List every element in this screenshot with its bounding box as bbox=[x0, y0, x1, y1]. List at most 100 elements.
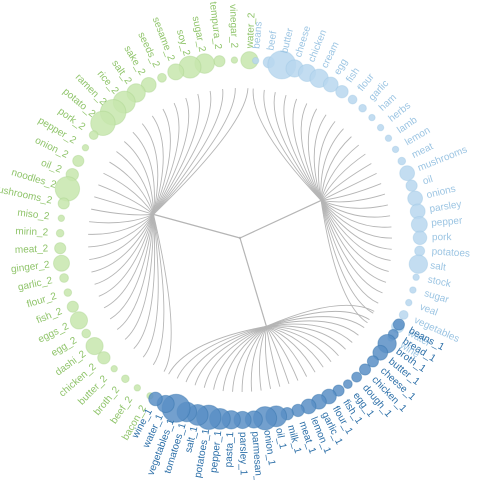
leaf-node-lemon[interactable] bbox=[391, 145, 400, 154]
branch-link-chicken-1 bbox=[266, 325, 346, 350]
leaf-label-miso-2: miso_2 bbox=[17, 208, 51, 223]
branch-link-beef-2 bbox=[152, 214, 165, 366]
leaf-node-vinegar-2[interactable] bbox=[230, 56, 239, 64]
leaf-node-lamb[interactable] bbox=[384, 134, 393, 142]
leaf-label-meat-2: meat_2 bbox=[15, 243, 49, 256]
branch-link-fish bbox=[313, 114, 327, 201]
leaf-node-veal[interactable] bbox=[405, 298, 413, 307]
leaf-node-onion-2[interactable] bbox=[72, 154, 85, 168]
branch-link-sugar bbox=[320, 200, 387, 283]
branch-link-flour-2 bbox=[94, 214, 154, 285]
leaf-node-butter-2[interactable] bbox=[110, 365, 118, 373]
leaf-node-sugar[interactable] bbox=[409, 286, 417, 294]
leaf-node-wine-1[interactable] bbox=[148, 391, 163, 407]
leaf-node-egg[interactable] bbox=[322, 76, 339, 93]
branch-link-meat-2 bbox=[88, 214, 154, 248]
branch-link-onion-2 bbox=[103, 172, 154, 215]
leaf-node-potatoes[interactable] bbox=[414, 245, 426, 257]
branch-link-garlic-2 bbox=[91, 214, 154, 273]
branch-link-water-2 bbox=[153, 88, 249, 215]
branch-link-pepper-2 bbox=[109, 161, 154, 215]
leaf-label-mirin-2: mirin_2 bbox=[15, 226, 49, 238]
branch-link-parsley bbox=[320, 200, 391, 218]
leaf-node-pork[interactable] bbox=[412, 230, 428, 246]
leaf-node-stock[interactable] bbox=[412, 273, 420, 281]
leaf-node-butter-1[interactable] bbox=[372, 344, 389, 361]
branch-link-beans bbox=[252, 88, 322, 201]
dendrogram-links bbox=[88, 88, 392, 392]
trunk-link-g0 bbox=[239, 199, 322, 239]
branch-link-broth-1 bbox=[266, 316, 365, 328]
leaf-node-oil[interactable] bbox=[405, 179, 418, 192]
branch-link-potatoes bbox=[320, 200, 392, 250]
leaf-node-eggs-2[interactable] bbox=[69, 311, 89, 330]
branch-link-mirin-2 bbox=[88, 214, 154, 235]
leaf-node-mushrooms-2[interactable] bbox=[57, 197, 70, 210]
leaf-node-garlic[interactable] bbox=[358, 103, 367, 113]
branch-link-bacon-2 bbox=[153, 214, 172, 372]
branch-link-dough-1 bbox=[266, 325, 339, 357]
leaf-node-noodles-2[interactable] bbox=[54, 176, 81, 202]
leaf-label-onions: onions bbox=[426, 184, 457, 202]
leaf-label-beef: beef bbox=[265, 30, 279, 51]
leaf-label-oil: oil bbox=[421, 174, 434, 188]
branch-link-garlic-1 bbox=[266, 325, 308, 377]
branch-link-vinegar-2 bbox=[153, 88, 236, 215]
leaf-node-potato-2[interactable] bbox=[90, 110, 116, 137]
leaf-node-meat-2[interactable] bbox=[54, 242, 67, 255]
branch-link-salt bbox=[320, 200, 391, 261]
leaf-node-onions[interactable] bbox=[407, 190, 424, 207]
leaf-node-fish-2[interactable] bbox=[66, 300, 79, 313]
leaf-node-broth-2[interactable] bbox=[121, 374, 130, 384]
branch-link-oil bbox=[321, 193, 386, 203]
branch-link-sugar-2 bbox=[153, 90, 212, 215]
leaf-node-miso-2[interactable] bbox=[57, 214, 66, 222]
leaf-node-sesame-2[interactable] bbox=[167, 63, 185, 81]
branch-link-egg-1 bbox=[266, 325, 332, 362]
leaf-node-ham[interactable] bbox=[368, 113, 376, 122]
leaf-node-tempura-2[interactable] bbox=[213, 55, 226, 68]
leaf-node-vegetables[interactable] bbox=[398, 309, 409, 320]
root-node bbox=[238, 236, 242, 240]
leaf-node-egg-2[interactable] bbox=[81, 328, 92, 339]
leaf-node-meat[interactable] bbox=[397, 156, 407, 166]
leaf-node-pork-2[interactable] bbox=[88, 130, 99, 141]
leaf-node-beans-1[interactable] bbox=[392, 318, 406, 331]
leaf-node-mushrooms[interactable] bbox=[399, 165, 416, 182]
leaf-label-stock: stock bbox=[427, 274, 453, 290]
branch-link-milk-1 bbox=[265, 326, 281, 387]
trunk-link-g1 bbox=[239, 237, 267, 327]
branch-link-butter-1 bbox=[266, 320, 359, 336]
leaf-node-flour-2[interactable] bbox=[63, 288, 73, 297]
leaf-node-flour[interactable] bbox=[347, 94, 358, 105]
leaf-node-dashi-2[interactable] bbox=[85, 336, 104, 356]
leaf-node-pepper[interactable] bbox=[410, 216, 428, 234]
leaf-node-pepper-2[interactable] bbox=[81, 144, 90, 152]
leaf-node-dough-1[interactable] bbox=[351, 371, 363, 383]
leaf-node-salt[interactable] bbox=[408, 254, 429, 274]
branch-link-wine bbox=[320, 200, 368, 324]
leaf-node-fish[interactable] bbox=[335, 84, 349, 99]
branch-link-potatoes-1 bbox=[213, 325, 267, 390]
leaf-node-mirin-2[interactable] bbox=[55, 228, 65, 238]
leaf-node-beans[interactable] bbox=[251, 56, 260, 65]
branch-link-wine-1 bbox=[168, 325, 267, 375]
branch-link-meat bbox=[320, 172, 377, 201]
leaf-node-egg-1[interactable] bbox=[342, 379, 353, 390]
leaf-label-potatoes: potatoes bbox=[431, 246, 470, 259]
branch-link-veal bbox=[320, 200, 383, 294]
leaf-node-seeds-2[interactable] bbox=[157, 72, 167, 83]
branch-link-pepper-1 bbox=[222, 325, 267, 392]
leaf-node-ginger-2[interactable] bbox=[53, 254, 71, 272]
branch-link-beef bbox=[263, 89, 322, 201]
leaf-node-garlic-2[interactable] bbox=[59, 273, 69, 283]
leaf-label-pasta-1: pasta_1 bbox=[224, 431, 237, 468]
leaf-node-chicken-1[interactable] bbox=[358, 363, 372, 376]
leaf-node-cheese-1[interactable] bbox=[366, 355, 380, 368]
leaf-label-parmesan-1: parmesan_1 bbox=[249, 431, 264, 480]
leaf-node-chicken-2[interactable] bbox=[97, 351, 111, 365]
leaf-node-beef-2[interactable] bbox=[133, 384, 142, 392]
branch-link-herbs bbox=[320, 144, 360, 201]
leaf-node-sake-2[interactable] bbox=[140, 76, 157, 93]
leaf-node-herbs[interactable] bbox=[376, 123, 385, 132]
